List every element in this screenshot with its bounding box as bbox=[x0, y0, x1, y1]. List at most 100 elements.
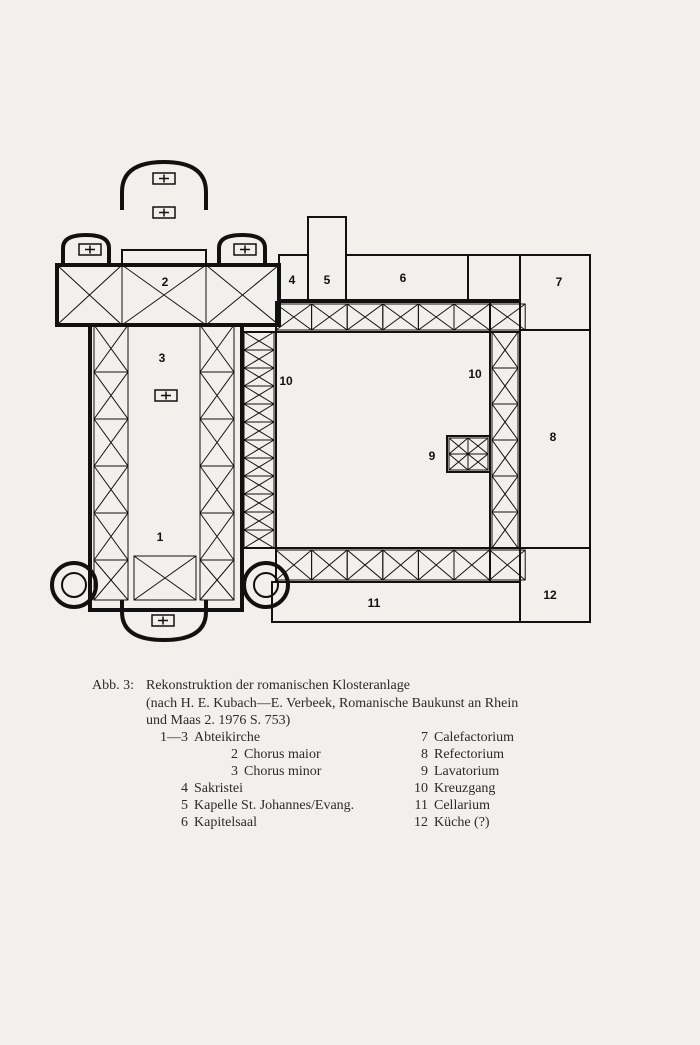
vault-ribs bbox=[93, 559, 129, 601]
vault-ribs bbox=[243, 511, 275, 531]
vault-ribs bbox=[243, 475, 275, 495]
cloister-east bbox=[489, 301, 521, 583]
caption-line: Rekonstruktion der romanischen Klosteran… bbox=[146, 678, 410, 693]
calefactorium bbox=[519, 254, 591, 331]
caption-label: Abb. 3: bbox=[92, 678, 134, 693]
vault-ribs bbox=[243, 493, 275, 513]
room-number: 1 bbox=[157, 530, 164, 544]
south-apse bbox=[120, 600, 208, 643]
vault-ribs bbox=[243, 529, 275, 549]
north-apse bbox=[120, 159, 208, 210]
vault-ribs bbox=[311, 303, 348, 331]
chorus-maior-bay bbox=[121, 249, 207, 266]
west-tower-inner bbox=[61, 572, 87, 598]
vault-ribs bbox=[491, 511, 519, 549]
vault-ribs bbox=[489, 303, 526, 331]
vault-ribs bbox=[93, 512, 129, 561]
vault-bay bbox=[205, 264, 280, 326]
vault-ribs bbox=[467, 453, 489, 471]
vault-ribs bbox=[275, 549, 312, 581]
nave bbox=[88, 323, 244, 612]
vault-ribs bbox=[489, 549, 526, 581]
vault-ribs bbox=[133, 555, 197, 601]
vault-ribs bbox=[491, 403, 519, 441]
vault-ribs bbox=[93, 324, 129, 373]
vault-ribs bbox=[491, 475, 519, 513]
vault-ribs bbox=[205, 264, 280, 326]
vault-ribs bbox=[275, 303, 312, 331]
vault-ribs bbox=[93, 371, 129, 420]
vault-ribs bbox=[382, 303, 419, 331]
vault-ribs bbox=[121, 264, 207, 326]
vault-ribs bbox=[56, 264, 123, 326]
vault-bay bbox=[243, 529, 275, 549]
chapter-house bbox=[345, 254, 469, 301]
cloister-north bbox=[275, 301, 521, 333]
vault-ribs bbox=[243, 439, 275, 459]
east-tower bbox=[242, 561, 290, 609]
cross-mark bbox=[161, 391, 171, 400]
vault-bay bbox=[199, 559, 235, 601]
vault-ribs bbox=[243, 331, 275, 351]
east-range-end bbox=[467, 254, 521, 301]
vault-bay bbox=[489, 303, 526, 331]
vault-ribs bbox=[418, 303, 455, 331]
caption-line: (nach H. E. Kubach—E. Verbeek, Romanisch… bbox=[146, 695, 519, 711]
vault-ribs bbox=[199, 559, 235, 601]
vault-ribs bbox=[453, 549, 490, 581]
caption-line: und Maas 2. 1976 S. 753) bbox=[146, 713, 291, 728]
vault-ribs bbox=[199, 324, 235, 373]
vault-ribs bbox=[448, 453, 469, 471]
room-number: 11 bbox=[368, 596, 381, 610]
vault-ribs bbox=[346, 303, 384, 331]
vault-ribs bbox=[199, 512, 235, 561]
vault-ribs bbox=[199, 418, 235, 467]
vault-ribs bbox=[467, 437, 489, 455]
room-number: 5 bbox=[324, 273, 331, 287]
vault-ribs bbox=[93, 465, 129, 514]
vault-ribs bbox=[311, 549, 348, 581]
kitchen bbox=[519, 547, 591, 623]
cellarium bbox=[271, 581, 521, 623]
vault-ribs bbox=[448, 437, 469, 455]
room-number: 6 bbox=[400, 271, 407, 285]
chapel-st-johannes bbox=[307, 216, 347, 301]
room-number: 10 bbox=[279, 374, 293, 388]
room-number: 12 bbox=[543, 588, 557, 602]
vault-ribs bbox=[243, 385, 275, 405]
vault-bay bbox=[93, 559, 129, 601]
vault-ribs bbox=[491, 439, 519, 477]
room-number: 2 bbox=[162, 275, 169, 289]
room-number: 8 bbox=[550, 430, 557, 444]
lavatorium bbox=[446, 435, 491, 473]
vault-ribs bbox=[418, 549, 455, 581]
vault-ribs bbox=[243, 349, 275, 369]
room-number: 4 bbox=[289, 273, 296, 287]
vault-bay bbox=[133, 555, 197, 601]
vault-ribs bbox=[199, 465, 235, 514]
vault-ribs bbox=[199, 371, 235, 420]
room-number: 9 bbox=[429, 449, 436, 463]
vault-ribs bbox=[346, 549, 384, 581]
vault-bay bbox=[467, 453, 489, 471]
vault-ribs bbox=[382, 549, 419, 581]
cross-mark bbox=[158, 616, 168, 625]
west-chapel bbox=[61, 232, 111, 265]
vault-ribs bbox=[491, 367, 519, 405]
vault-bay bbox=[489, 549, 526, 581]
cross-mark bbox=[240, 245, 250, 254]
vault-ribs bbox=[491, 331, 519, 369]
vault-ribs bbox=[243, 367, 275, 387]
